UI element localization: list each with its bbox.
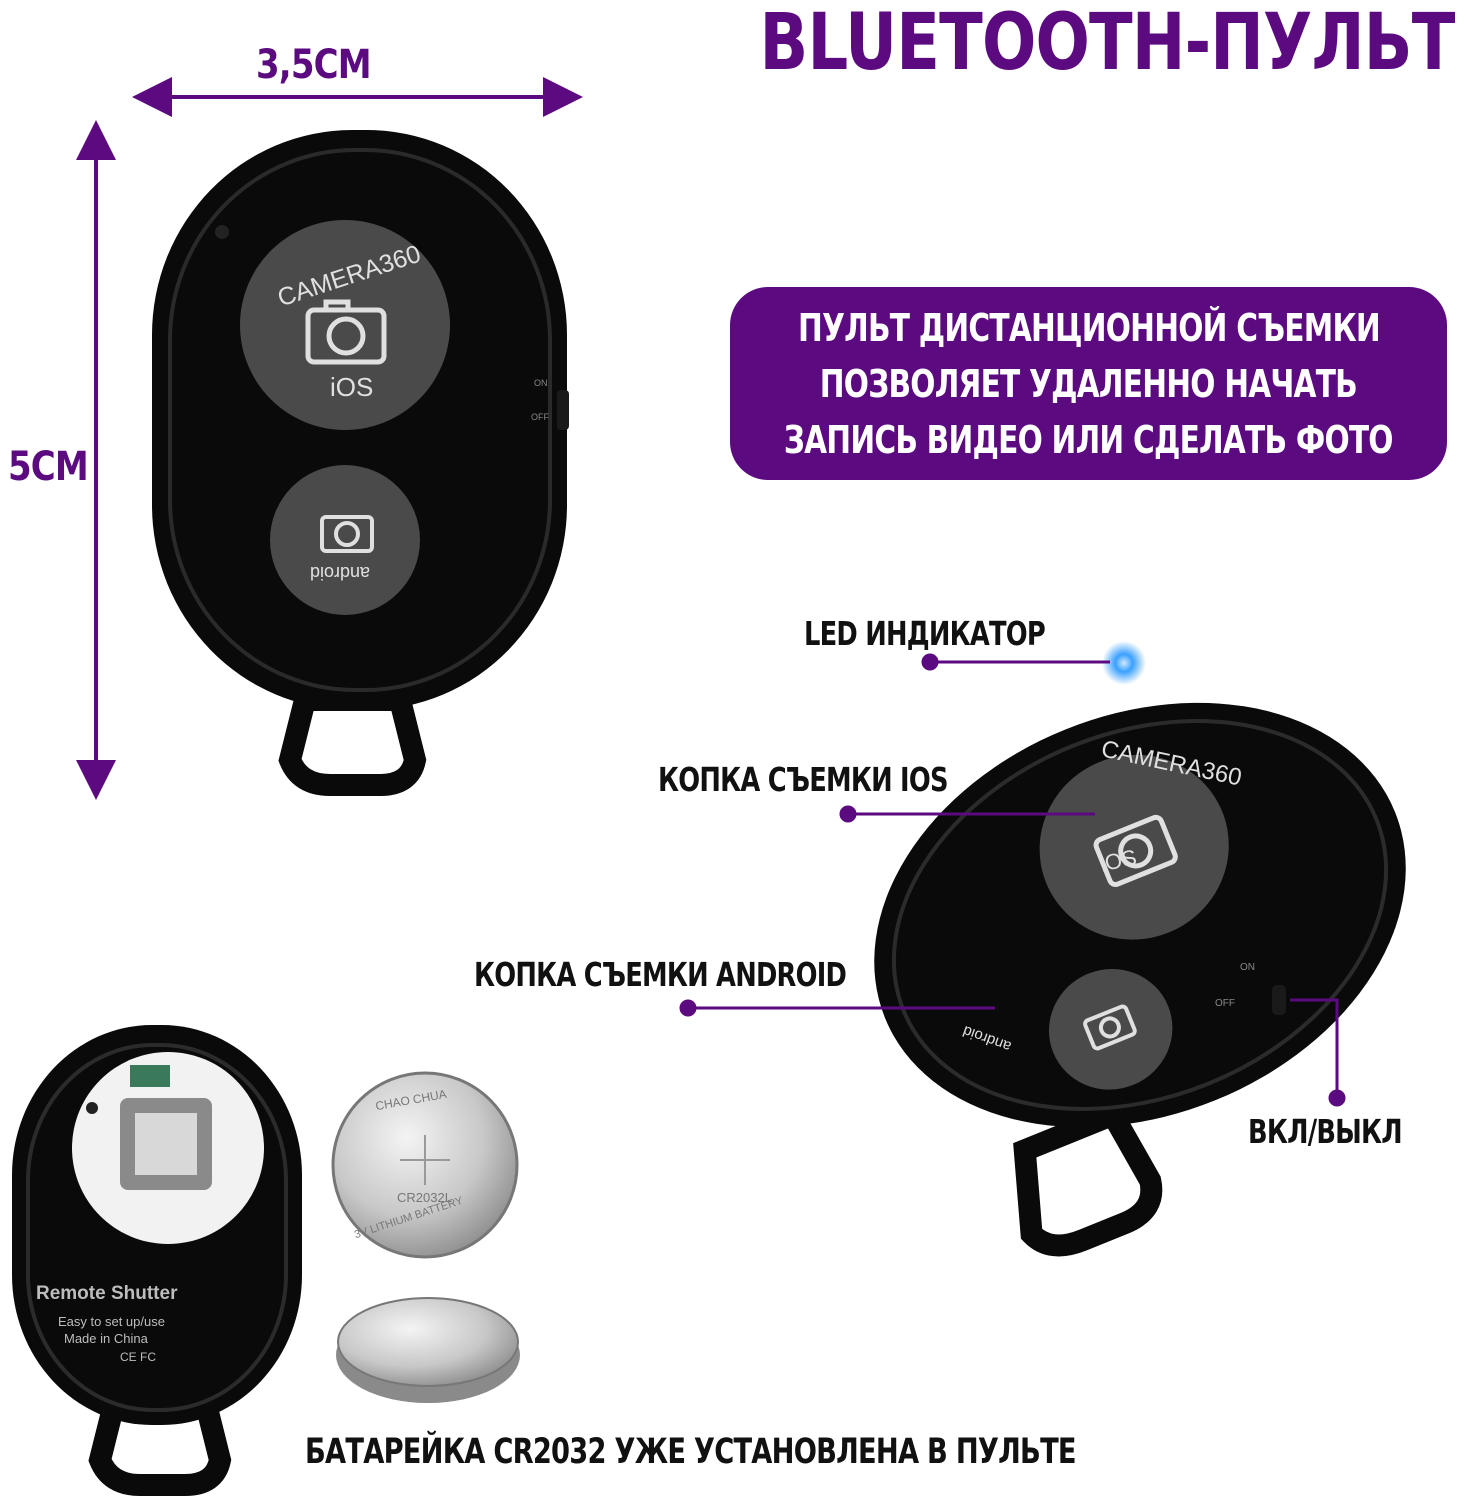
callout-led: LED ИНДИКАТОР	[804, 614, 1046, 653]
back-label-remote-shutter: Remote Shutter	[36, 1283, 178, 1304]
remote-back	[12, 1025, 302, 1496]
remote-front	[152, 130, 569, 796]
device-label-android: android	[310, 563, 371, 583]
camera-icon	[320, 515, 374, 553]
battery-coin-top	[331, 1071, 519, 1259]
power-switch	[1272, 985, 1286, 1015]
remote-angled	[874, 702, 1406, 1257]
ios-button	[240, 220, 450, 430]
android-button	[1048, 969, 1173, 1090]
callout-power: ВКЛ/ВЫКЛ	[1248, 1112, 1403, 1151]
callout-dot	[839, 805, 857, 823]
back-label-easy: Easy to set up/use	[58, 1314, 165, 1329]
callout-dot	[1328, 1089, 1346, 1107]
remote-strap-loop	[278, 689, 427, 796]
power-switch	[557, 390, 569, 430]
device-label-off: OFF	[531, 412, 549, 422]
callout-android-button: КОПКА СЪЕМКИ ANDROID	[474, 955, 847, 994]
page-title: BLUETOOTH-ПУЛЬТ	[760, 0, 1456, 88]
device-label-on: ON	[534, 378, 548, 388]
device-label-on-angled: ON	[1240, 962, 1255, 973]
callout-ios-button: КОПКА СЪЕМКИ IOS	[658, 760, 949, 799]
android-button	[270, 465, 420, 615]
callout-dot	[679, 999, 697, 1017]
dimension-width-label: 3,5СМ	[256, 42, 372, 88]
camera-icon	[1083, 1004, 1137, 1051]
banner-line: ЗАПИСЬ ВИДЕО ИЛИ СДЕЛАТЬ ФОТО	[784, 417, 1394, 462]
dimension-height-label: 5СМ	[8, 444, 89, 490]
camera-icon	[1093, 814, 1178, 888]
callout-dot	[921, 653, 939, 671]
description-banner: ПУЛЬТ ДИСТАНЦИОННОЙ СЪЕМКИ ПОЗВОЛЯЕТ УДА…	[730, 287, 1447, 480]
banner-line: ПОЗВОЛЯЕТ УДАЛЕННО НАЧАТЬ	[819, 361, 1358, 406]
footer-note: БАТАРЕЙКА CR2032 УЖЕ УСТАНОВЛЕНА В ПУЛЬТ…	[305, 1432, 1077, 1472]
device-label-ios: iOS	[330, 372, 374, 402]
device-label-off-angled: OFF	[1215, 998, 1235, 1009]
battery-coin-bottom	[336, 1297, 520, 1403]
led-hole	[215, 225, 229, 239]
battery-label-model: CR2032L	[397, 1190, 452, 1205]
back-label-marks: CE FC	[120, 1350, 156, 1364]
camera-icon	[305, 299, 387, 365]
ios-button	[1039, 754, 1229, 940]
back-label-made-in: Made in China	[64, 1331, 148, 1346]
banner-line: ПУЛЬТ ДИСТАНЦИОННОЙ СЪЕМКИ	[797, 305, 1381, 350]
callout-lines	[679, 653, 1346, 1107]
remote-strap-loop	[1013, 1100, 1163, 1257]
remote-strap-loop	[88, 1389, 232, 1496]
led-indicator	[1102, 641, 1146, 685]
